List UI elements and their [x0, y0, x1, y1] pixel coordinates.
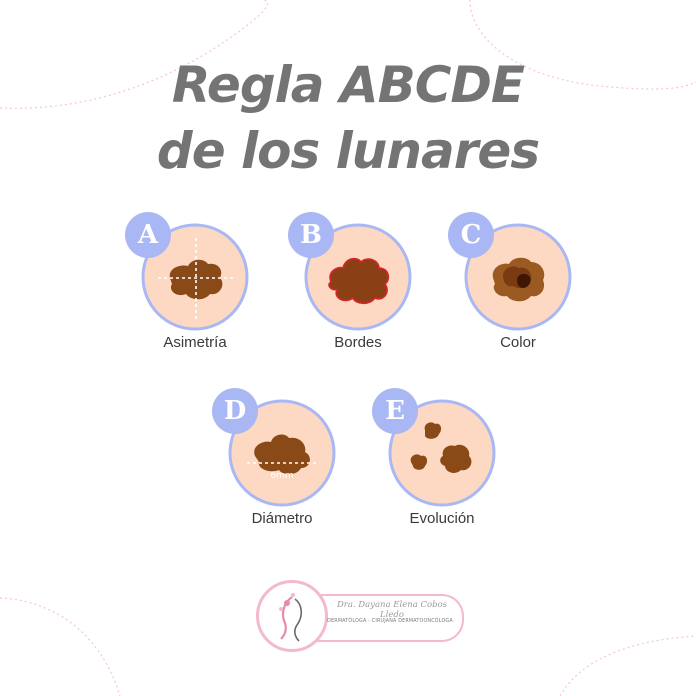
letter-badge-d: D: [212, 388, 258, 434]
doctor-logo: Dra. Dayana Elena Cobos Lledo DERMATÓLOG…: [256, 580, 466, 660]
label-bordes: Bordes: [334, 334, 382, 351]
asymmetry-mole-icon: [141, 223, 249, 331]
logo-ring: [256, 580, 328, 652]
diameter-measure-text: 6mm: [270, 471, 293, 481]
label-evolucion: Evolución: [409, 510, 475, 527]
label-diametro: Diámetro: [251, 510, 313, 527]
letter-badge-b: B: [288, 212, 334, 258]
logo-doctor-name: Dra. Dayana Elena Cobos Lledo: [336, 600, 448, 620]
page-title-line-1: Regla ABCDE: [171, 56, 525, 114]
rule-item-e: E Evolución: [372, 388, 512, 538]
diameter-mole-icon: 6mm: [228, 399, 336, 507]
woman-profile-logo-icon: [279, 593, 303, 642]
rule-item-b: B Bordes: [288, 212, 428, 362]
letter-badge-e: E: [372, 388, 418, 434]
rule-item-c: C Color: [448, 212, 588, 362]
color-variation-mole-icon: [464, 223, 572, 331]
evolving-moles-icon: [388, 399, 496, 507]
letter-badge-c: C: [448, 212, 494, 258]
letter-badge-a: A: [125, 212, 171, 258]
label-asimetria: Asimetría: [163, 334, 227, 351]
label-color: Color: [500, 334, 536, 351]
rule-item-d: 6mm D Diámetro: [212, 388, 352, 538]
logo-name-box: [312, 594, 464, 642]
page-title-line-2: de los lunares: [156, 122, 540, 180]
rule-item-a: A Asimetría: [125, 212, 265, 362]
logo-subtitle: DERMATÓLOGA - CIRUJANA DERMATOONCÓLOGA: [327, 619, 453, 624]
irregular-border-mole-icon: [304, 223, 412, 331]
